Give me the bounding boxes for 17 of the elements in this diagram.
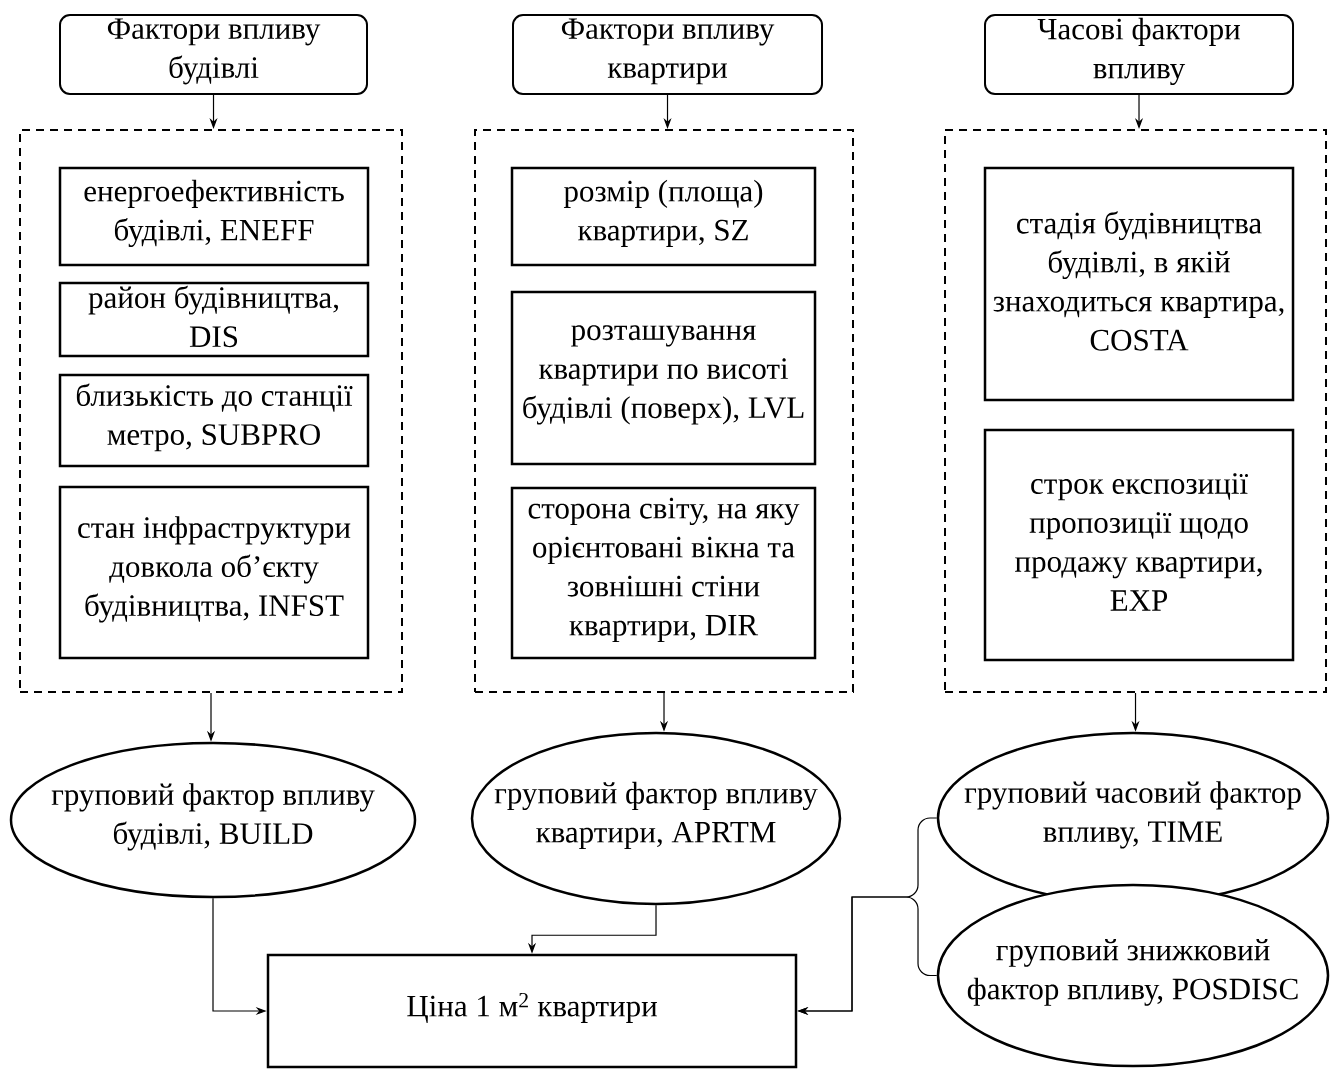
- node-label: груповий знижковий фактор впливу, POSDISC: [967, 938, 1298, 1006]
- group-header-box: Фактори впливу будівлі: [59, 14, 368, 95]
- group-header-box: Часові фактори впливу: [984, 14, 1294, 95]
- factor-box: строк експозиції пропозиції щодо продажу квартири, EXP: [983, 428, 1295, 662]
- factor-box: енергоефективність будівлі, ENEFF: [58, 166, 370, 267]
- factor-box: район будівництва, DIS: [58, 281, 370, 358]
- factor-box: розташування квартири по висоті будівлі (поверх), LVL: [510, 290, 817, 466]
- factor-box: близькість до станції метро, SUBPRO: [58, 373, 370, 468]
- dashed-group-frame: [944, 129, 1327, 693]
- result-box: Ціна 1 м$^{2}$ квартири: [266, 953, 798, 1069]
- factor-box: сторона світу, на яку орієнтовані вікна та зовнішні стіни квартири, DIR: [510, 486, 817, 660]
- group-header-box: Фактори впливу квартири: [512, 14, 823, 95]
- dashed-group-frame: [19, 129, 403, 693]
- factor-box: стадія будівництва будівлі, в якій знаходиться квартира, COSTA: [983, 166, 1295, 402]
- factor-box: стан інфраструктури довкола об’єкту будівництва, INFST: [58, 485, 370, 660]
- dashed-group-frame: [474, 129, 854, 693]
- factor-box: розмір (площа) квартири, SZ: [510, 166, 817, 267]
